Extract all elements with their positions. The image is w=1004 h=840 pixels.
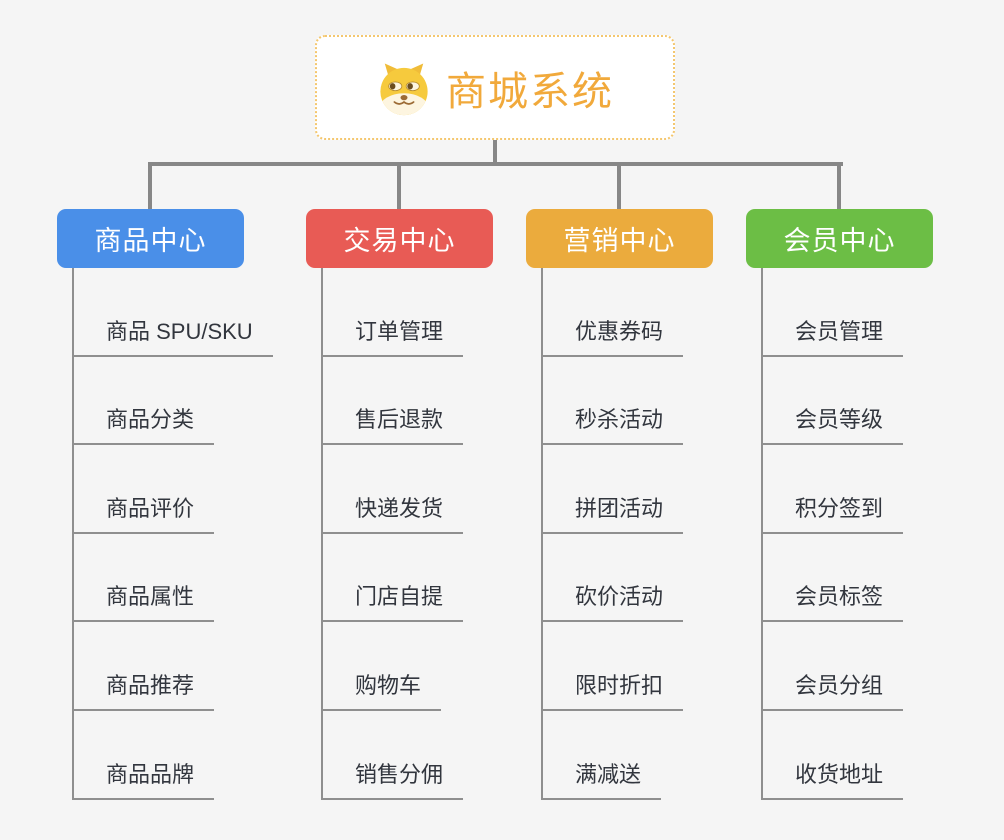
root-title: 商城系统 (446, 69, 614, 114)
leaf-label: 销售分佣 (321, 757, 464, 800)
leaf-label: 会员分组 (761, 668, 904, 711)
leaf-item[interactable]: 销售分佣 (321, 711, 571, 800)
doge-icon (380, 63, 428, 115)
trunk-line (541, 268, 543, 800)
connector-horizontal-bus (148, 162, 843, 166)
leaf-item[interactable]: 积分签到 (761, 445, 1004, 534)
leaf-label: 门店自提 (321, 579, 464, 623)
leaf-item[interactable]: 商品评价 (72, 445, 322, 534)
connector-drop-member (837, 164, 841, 210)
leaf-item[interactable]: 购物车 (321, 622, 571, 711)
leaf-item[interactable]: 会员分组 (761, 622, 1004, 711)
leaf-item[interactable]: 会员标签 (761, 534, 1004, 623)
leaf-label: 订单管理 (321, 314, 464, 357)
leaf-label: 满减送 (541, 757, 662, 800)
leaf-item[interactable]: 门店自提 (321, 534, 571, 623)
leaf-item[interactable]: 拼团活动 (541, 445, 791, 534)
leaf-item[interactable]: 商品品牌 (72, 711, 322, 800)
leaf-item[interactable]: 订单管理 (321, 268, 571, 357)
trunk-line (72, 268, 74, 800)
leaf-label: 商品属性 (72, 579, 215, 623)
leaf-item[interactable]: 满减送 (541, 711, 791, 800)
leaf-label: 商品 SPU/SKU (72, 314, 273, 357)
trunk-line (761, 268, 763, 800)
children-column-product: 商品 SPU/SKU 商品分类 商品评价 商品属性 商品推荐 商品品牌 (72, 268, 322, 800)
children-column-marketing: 优惠券码 秒杀活动 拼团活动 砍价活动 限时折扣 满减送 (541, 268, 791, 800)
leaf-label: 售后退款 (321, 402, 464, 446)
connector-drop-trade (397, 164, 401, 210)
leaf-item[interactable]: 商品属性 (72, 534, 322, 623)
leaf-label: 商品品牌 (72, 757, 215, 800)
leaf-label: 商品评价 (72, 491, 215, 534)
root-node-mall-system[interactable]: 商城系统 (315, 35, 675, 140)
leaf-label: 商品分类 (72, 402, 215, 446)
leaf-label: 会员标签 (761, 579, 904, 623)
leaf-item[interactable]: 商品 SPU/SKU (72, 268, 322, 357)
leaf-label: 优惠券码 (541, 314, 684, 357)
branch-node-product-center[interactable]: 商品中心 (57, 209, 244, 268)
leaf-label: 砍价活动 (541, 579, 684, 623)
leaf-item[interactable]: 优惠券码 (541, 268, 791, 357)
leaf-label: 收货地址 (761, 757, 904, 800)
leaf-item[interactable]: 会员等级 (761, 357, 1004, 446)
connector-root-vertical (493, 140, 497, 164)
leaf-item[interactable]: 限时折扣 (541, 622, 791, 711)
leaf-label: 购物车 (321, 668, 442, 711)
leaf-item[interactable]: 秒杀活动 (541, 357, 791, 446)
children-column-member: 会员管理 会员等级 积分签到 会员标签 会员分组 收货地址 (761, 268, 1004, 800)
leaf-item[interactable]: 砍价活动 (541, 534, 791, 623)
leaf-label: 会员管理 (761, 314, 904, 357)
leaf-item[interactable]: 会员管理 (761, 268, 1004, 357)
leaf-label: 会员等级 (761, 402, 904, 446)
leaf-item[interactable]: 商品分类 (72, 357, 322, 446)
leaf-item[interactable]: 收货地址 (761, 711, 1004, 800)
leaf-label: 秒杀活动 (541, 402, 684, 446)
connector-drop-marketing (617, 164, 621, 210)
leaf-label: 商品推荐 (72, 668, 215, 711)
leaf-label: 积分签到 (761, 491, 904, 534)
leaf-item[interactable]: 快递发货 (321, 445, 571, 534)
leaf-label: 拼团活动 (541, 491, 684, 534)
leaf-label: 限时折扣 (541, 668, 684, 711)
branch-node-member-center[interactable]: 会员中心 (746, 209, 933, 268)
children-column-trade: 订单管理 售后退款 快递发货 门店自提 购物车 销售分佣 (321, 268, 571, 800)
leaf-label: 快递发货 (321, 491, 464, 534)
branch-node-marketing-center[interactable]: 营销中心 (526, 209, 713, 268)
leaf-item[interactable]: 售后退款 (321, 357, 571, 446)
trunk-line (321, 268, 323, 800)
connector-drop-product (148, 164, 152, 210)
leaf-item[interactable]: 商品推荐 (72, 622, 322, 711)
branch-node-trade-center[interactable]: 交易中心 (306, 209, 493, 268)
